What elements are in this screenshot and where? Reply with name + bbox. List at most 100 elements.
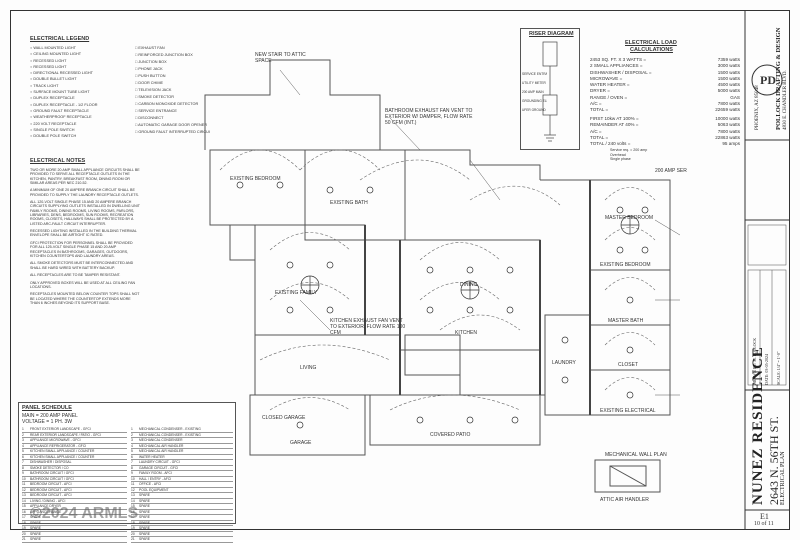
panel-row-number: 14 — [131, 498, 135, 503]
panel-row-number: 17 — [131, 515, 135, 519]
panel-row-use: BEDROOM CIRCUIT - AFCI — [30, 487, 72, 492]
panel-row-use: SPARE — [139, 531, 150, 536]
legend-item-label: GROUND FAULT INTERRUPTED CIRCUIT — [138, 130, 210, 134]
load-row-value: 5000 watts — [717, 88, 740, 94]
load-row: WATER HEATER =4500 watts — [590, 82, 740, 88]
riser-title: RISER DIAGRAM — [529, 31, 574, 37]
legend-symbol-icon: ○ — [30, 115, 34, 120]
panel-row-use: SPARE — [139, 509, 150, 514]
room-living: LIVING — [300, 365, 317, 371]
room-closed-garage: CLOSED GARAGE — [262, 415, 306, 421]
legend-symbol-icon: ○ — [30, 71, 34, 76]
load-row: 2 SMALL APPLIANCES =3000 watts — [590, 63, 740, 69]
panel-row-use: FAMILY ROOM - AFCI — [139, 471, 172, 475]
legend-symbol-icon: □ — [135, 109, 139, 113]
panel-row-use: SPARE — [139, 526, 150, 530]
room-covered-patio: COVERED PATIO — [430, 432, 471, 438]
legend-item: □ TELEVISION JACK — [135, 87, 210, 94]
legend-symbol-icon: ○ — [30, 134, 34, 139]
legend-item-label: TELEVISION JACK — [138, 88, 172, 92]
room-master-bedroom: MASTER BEDROOM — [605, 215, 654, 221]
legend-item: ○ RECESSED LIGHT — [30, 64, 125, 70]
panel-row-use: SPARE — [30, 515, 41, 519]
legend-item: ○ DOUBLE BULLET LIGHT — [30, 76, 125, 82]
panel-row-use: SPARE — [30, 537, 41, 541]
drawing-date: DATE: 03-05-2024 — [764, 354, 769, 385]
legend-symbol-icon: □ — [135, 88, 139, 92]
load-row-label: REMAINDER AT 40% = — [590, 122, 639, 128]
load-row: TOTAL =22863 watts — [590, 135, 740, 141]
load-title-1: ELECTRICAL LOAD — [625, 40, 677, 46]
room-garage: GARAGE — [290, 440, 312, 446]
panel-row: 18 SPARE — [131, 520, 233, 526]
panel-row-number: 7 — [131, 460, 133, 464]
panel-row-use: HALL / ENTRY - AFCI — [139, 476, 172, 481]
legend-item: ○ SURFACE MOUNT TUBE LIGHT — [30, 89, 125, 95]
panel-row: 10 HALL / ENTRY - AFCI — [131, 476, 233, 482]
legend-item: ○ DOUBLE POLE SWITCH — [30, 133, 125, 139]
panel-row-number: 18 — [22, 520, 26, 525]
panel-row-number: 11 — [22, 482, 26, 486]
legend-item: ○ GROUND FAULT RECEPTACLE — [30, 108, 125, 114]
panel-row-number: 3 — [22, 438, 24, 442]
legend-item-label: DUPLEX RECEPTACLE - 1/2 FLOOR — [33, 102, 98, 107]
load-row: DRYER =5000 watts — [590, 88, 740, 94]
panel-row-number: 9 — [22, 471, 24, 475]
riser-label: 200 AMP MAIN — [522, 88, 547, 97]
legend-item-label: DUPLEX RECEPTACLE — [33, 96, 75, 101]
legend-symbol-icon: □ — [135, 74, 139, 78]
legend-symbol-icon: ○ — [30, 121, 34, 126]
legend-item: □ AUTOMATIC GARAGE DOOR OPENER — [135, 122, 210, 129]
load-row-label: RANGE / OVEN = — [590, 94, 628, 100]
legend-item: ○ RECESSED LIGHT — [30, 58, 125, 64]
legend-symbol-icon: □ — [135, 116, 139, 120]
panel-row-use: BATHROOM CIRCUIT / GFCI — [30, 471, 74, 475]
room-dining: DINING — [460, 282, 478, 288]
load-row-label: TOTAL = — [590, 134, 609, 140]
riser-label-label: UFER GROUND — [522, 108, 546, 112]
panel-row-number: 7 — [22, 460, 24, 464]
load-row-value: 22659 watts — [715, 107, 740, 113]
panel-row-number: 2 — [22, 432, 24, 437]
load-row-value: 7800 watts — [717, 128, 740, 134]
legend-symbol-icon: □ — [135, 53, 139, 57]
legend-item-label: TRACK LIGHT — [33, 83, 59, 88]
panel-row-number: 4 — [22, 443, 24, 448]
panel-row-use: SPARE — [30, 531, 41, 536]
panel-row-number: 10 — [131, 476, 135, 481]
legend-symbol-icon: □ — [135, 123, 139, 127]
load-row-value: 7800 watts — [717, 101, 740, 107]
service-note: Single phase — [610, 157, 631, 162]
panel-row-number: 19 — [22, 526, 26, 530]
panel-row: 9 BATHROOM CIRCUIT / GFCI — [22, 471, 127, 477]
panel-row-number: 18 — [131, 520, 135, 525]
room-laundry: LAUNDRY — [552, 360, 576, 366]
legend-symbol-icon: ○ — [30, 83, 34, 88]
panel-row-number: 10 — [22, 476, 26, 481]
riser-label-label: 200 AMP MAIN — [522, 90, 544, 94]
legend-item-label: SINGLE POLE SWITCH — [33, 127, 75, 132]
panel-row-number: 20 — [131, 531, 135, 536]
legend-symbol-icon: ○ — [30, 96, 34, 101]
legend-symbol-icon: □ — [135, 95, 139, 99]
legend-item: ○ 220 VOLT RECEPTACLE — [30, 121, 125, 127]
company-address: 4830 E. CHANDLER BLVD. — [783, 70, 788, 130]
legend-symbol-icon: □ — [135, 46, 139, 50]
panel-row-number: 6 — [22, 454, 24, 459]
panel-row-use: SPARE — [139, 520, 150, 525]
company-name: POLLOCK DRAFTING & DESIGN — [775, 27, 782, 130]
panel-row-use: POOL EQUIPMENT — [139, 487, 169, 492]
legend-symbol-icon: □ — [135, 60, 139, 64]
legend-title: ELECTRICAL LEGEND — [30, 36, 90, 42]
legend-item: □ PHONE JACK — [135, 66, 210, 73]
